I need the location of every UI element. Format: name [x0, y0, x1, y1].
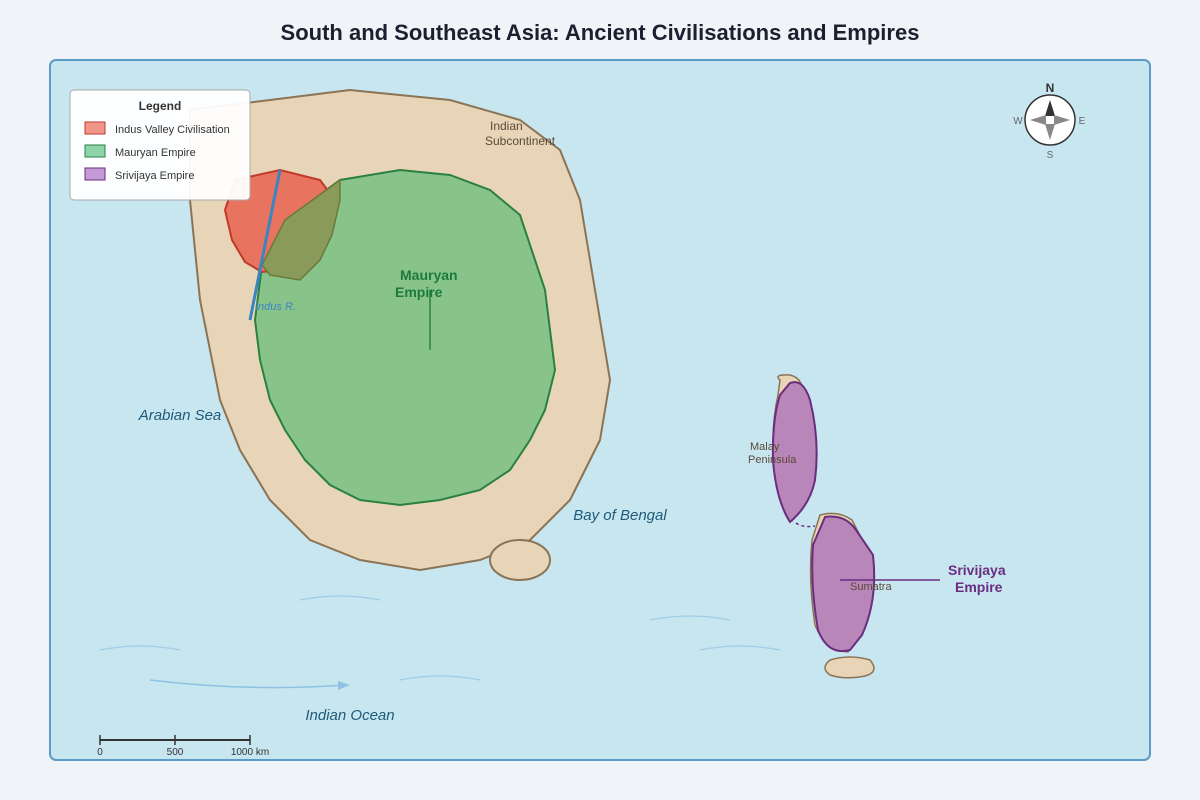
sri-lanka-land [489, 539, 551, 581]
legend-title: Legend [139, 99, 182, 113]
compass-e-label: E [1079, 116, 1086, 127]
compass-south-arrow [1045, 124, 1055, 140]
sea-waves [99, 595, 781, 681]
compass-w-label: W [1013, 116, 1023, 127]
legend-item-mauryan: Mauryan Empire [115, 147, 196, 159]
compass-s-label: S [1047, 150, 1054, 161]
compass-circle [1024, 94, 1076, 146]
compass-n-label: N [1046, 81, 1055, 95]
indian-subcontinent-label: Indian Subcontinent [485, 119, 556, 148]
indus-mauryan-overlap [261, 178, 341, 281]
legend: Legend Indus Valley Civilisation Mauryan… [69, 89, 251, 201]
indus-river-label: Indus R. [255, 301, 296, 313]
legend-item-srivijaya: Srivijaya Empire [115, 170, 194, 182]
sumatra-label: Sumatra [850, 581, 892, 593]
indus-river [248, 169, 282, 321]
legend-item-indus: Indus Valley Civilisation [115, 124, 230, 136]
malay-peninsula-label: Malay Peninsula [748, 441, 797, 466]
legend-box [69, 89, 251, 201]
java-land [824, 656, 875, 679]
scale-label-0: 0 [97, 747, 103, 758]
bay-of-bengal-label: Bay of Bengal [573, 507, 667, 524]
legend-swatch-mauryan [84, 144, 106, 158]
scale-label-1000: 1000 km [231, 747, 269, 758]
legend-swatch-indus [84, 121, 106, 135]
srivijaya-malay-region [771, 381, 818, 524]
indian-ocean-label: Indian Ocean [305, 707, 394, 724]
legend-swatch-srivijaya [84, 167, 106, 181]
scale-label-500: 500 [167, 747, 184, 758]
compass-north-arrow [1045, 100, 1055, 116]
mauryan-empire-region [253, 168, 557, 507]
arabian-sea-label: Arabian Sea [138, 407, 222, 424]
srivijaya-sumatra-region [811, 515, 876, 652]
ocean-current-arrow [149, 679, 346, 689]
compass-rose: N S E W [1013, 81, 1085, 161]
compass-east-arrow [1054, 115, 1070, 125]
srivijaya-empire-label: Srivijaya Empire [948, 562, 1010, 595]
mauryan-empire-label: Mauryan Empire [395, 267, 461, 300]
strait-connector [795, 522, 816, 528]
compass-west-arrow [1030, 115, 1046, 125]
page-title: South and Southeast Asia: Ancient Civili… [281, 20, 920, 45]
ocean-current-arrowhead [338, 681, 350, 690]
scale-bar: 0 500 1000 km [97, 735, 269, 758]
